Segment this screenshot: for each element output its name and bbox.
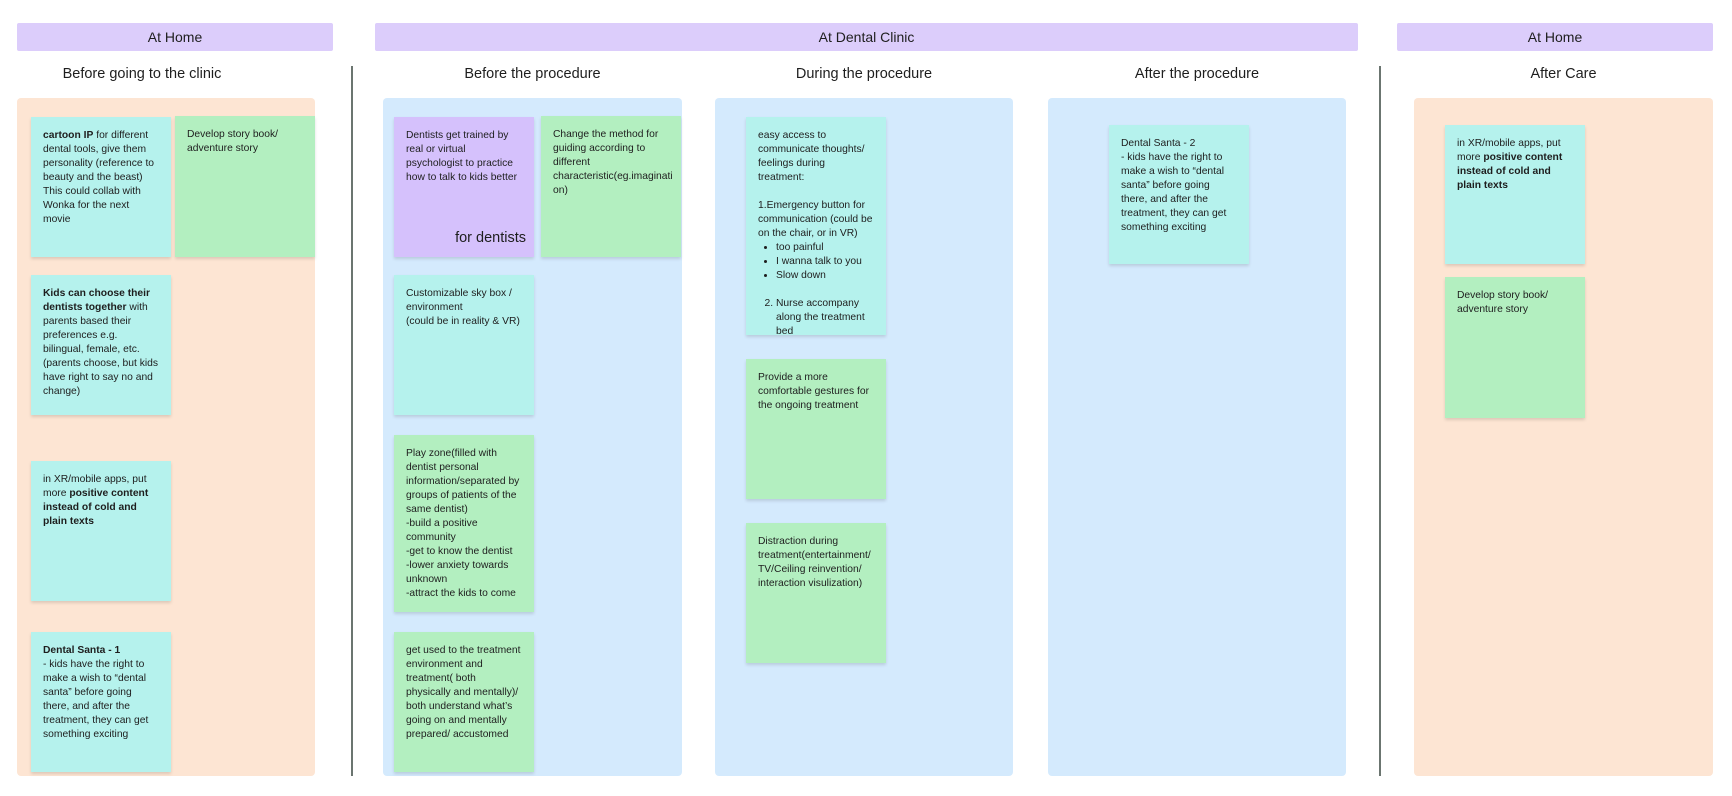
stage-title-before-procedure: Before the procedure <box>464 66 601 82</box>
note-spacer <box>758 283 874 297</box>
sticky-note-easy-access[interactable]: easy access to communicate thoughts/ fee… <box>746 117 886 335</box>
note-text-bold: positive content instead of cold and pla… <box>43 488 149 527</box>
sticky-note-guiding-method[interactable]: Change the method for guiding according … <box>541 116 681 257</box>
note-paragraph: in XR/mobile apps, put more positive con… <box>43 473 159 529</box>
note-text: -lower anxiety towards unknown <box>406 560 509 585</box>
stage-title-after-procedure: After the procedure <box>1134 66 1260 82</box>
note-paragraph: Dental Santa - 2 <box>1121 137 1237 151</box>
note-text: with parents based their preferences e.g… <box>43 302 159 397</box>
note-text: Dentists get trained by real or virtual … <box>406 130 518 183</box>
note-paragraph: -build a positive community <box>406 517 522 545</box>
sticky-note-choose-dentist[interactable]: Kids can choose their dentists together … <box>31 275 171 415</box>
note-paragraph: Distraction during treatment(entertainme… <box>758 535 874 591</box>
sticky-note-distraction[interactable]: Distraction during treatment(entertainme… <box>746 523 886 663</box>
note-paragraph: (could be in reality & VR) <box>406 315 522 329</box>
note-text: Develop story book/ adventure story <box>1457 290 1549 315</box>
note-paragraph: easy access to communicate thoughts/ fee… <box>758 129 874 185</box>
note-text: in XR/mobile apps, put more <box>43 474 147 499</box>
note-text-bold: Kids can choose their dentists together <box>43 288 151 313</box>
note-list-item: Slow down <box>776 269 874 283</box>
sticky-note-xr-positive-2[interactable]: in XR/mobile apps, put more positive con… <box>1445 125 1585 264</box>
note-paragraph: get used to the treatment environment an… <box>406 644 522 742</box>
note-text: easy access to communicate thoughts/ fee… <box>758 130 865 183</box>
sticky-note-story-book-1[interactable]: Develop story book/ adventure story <box>175 116 315 257</box>
note-paragraph: Provide a more comfortable gestures for … <box>758 371 874 413</box>
note-text: 1.Emergency button for communication (co… <box>758 200 873 239</box>
sticky-note-dental-santa-1[interactable]: Dental Santa - 1 - kids have the right to… <box>31 632 171 772</box>
sticky-note-play-zone[interactable]: Play zone(filled with dentist personal i… <box>394 435 534 612</box>
header-at-home-before: At Home <box>17 23 333 51</box>
note-paragraph: -get to know the dentist <box>406 545 522 559</box>
note-paragraph: Develop story book/ adventure story <box>187 128 303 156</box>
sticky-note-xr-positive-1[interactable]: in XR/mobile apps, put more positive con… <box>31 461 171 601</box>
note-bullet-list: too painfulI wanna talk to youSlow down <box>758 241 874 283</box>
note-paragraph: Dental Santa - 1 <box>43 644 159 658</box>
note-paragraph: cartoon IP for different dental tools, g… <box>43 129 159 227</box>
sticky-note-comfortable-gestures[interactable]: Provide a more comfortable gestures for … <box>746 359 886 499</box>
note-paragraph: Customizable sky box / environment <box>406 287 522 315</box>
note-text: Develop story book/ adventure story <box>187 129 279 154</box>
note-paragraph: 1.Emergency button for communication (co… <box>758 199 874 241</box>
note-paragraph: - kids have the right to make a wish to … <box>1121 151 1237 235</box>
note-tag: for dentists <box>455 230 526 246</box>
note-text: - kids have the right to make a wish to … <box>43 659 149 740</box>
note-paragraph: - kids have the right to make a wish to … <box>43 658 159 742</box>
note-text: Distraction during treatment(entertainme… <box>758 536 871 589</box>
stage-title-after-care: After Care <box>1530 66 1597 82</box>
note-paragraph: -attract the kids to come <box>406 587 522 601</box>
sticky-note-dentist-training[interactable]: Dentists get trained by real or virtual … <box>394 117 534 257</box>
note-text-bold: cartoon IP <box>43 130 94 141</box>
stage-title-before-clinic: Before going to the clinic <box>62 66 222 82</box>
note-paragraph: -lower anxiety towards unknown <box>406 559 522 587</box>
section-divider <box>351 66 353 776</box>
section-divider <box>1379 66 1381 776</box>
note-text: get used to the treatment environment an… <box>406 645 521 740</box>
note-text: in XR/mobile apps, put more <box>1457 138 1561 163</box>
note-text: - kids have the right to make a wish to … <box>1121 152 1227 233</box>
note-paragraph: Kids can choose their dentists together … <box>43 287 159 399</box>
sticky-note-story-book-2[interactable]: Develop story book/ adventure story <box>1445 277 1585 418</box>
sticky-note-sky-box[interactable]: Customizable sky box / environment (could… <box>394 275 534 415</box>
note-numbered-list: Nurse accompany along the treatment bed <box>758 297 874 335</box>
note-text: Customizable sky box / environment <box>406 288 512 313</box>
sticky-note-dental-santa-2[interactable]: Dental Santa - 2 - kids have the right to… <box>1109 125 1249 264</box>
note-paragraph: Dentists get trained by real or virtual … <box>406 129 522 185</box>
note-list-item: I wanna talk to you <box>776 255 874 269</box>
note-list-item: too painful <box>776 241 874 255</box>
note-paragraph: Play zone(filled with dentist personal i… <box>406 447 522 517</box>
note-list-item: Nurse accompany along the treatment bed <box>776 297 874 335</box>
header-at-dental-clinic: At Dental Clinic <box>375 23 1358 51</box>
sticky-note-get-used[interactable]: get used to the treatment environment an… <box>394 632 534 772</box>
header-at-home-after: At Home <box>1397 23 1713 51</box>
note-text: Provide a more comfortable gestures for … <box>758 372 870 411</box>
stage-title-during-procedure: During the procedure <box>795 66 933 82</box>
note-paragraph: in XR/mobile apps, put more positive con… <box>1457 137 1573 193</box>
note-text: (could be in reality & VR) <box>406 316 520 327</box>
sticky-note-cartoon-ip[interactable]: cartoon IP for different dental tools, g… <box>31 117 171 257</box>
note-paragraph: Change the method for guiding according … <box>553 128 673 198</box>
note-text-bold: positive content instead of cold and pla… <box>1457 152 1563 191</box>
note-text: Change the method for guiding according … <box>553 129 673 196</box>
note-text: -get to know the dentist <box>406 546 513 557</box>
note-text: -attract the kids to come <box>406 588 516 599</box>
note-text: Play zone(filled with dentist personal i… <box>406 448 520 515</box>
note-text: Dental Santa - 2 <box>1121 138 1196 149</box>
note-text: for different dental tools, give them pe… <box>43 130 155 225</box>
note-spacer <box>758 185 874 199</box>
note-text: -build a positive community <box>406 518 478 543</box>
note-paragraph: Develop story book/ adventure story <box>1457 289 1573 317</box>
note-text-bold: Dental Santa - 1 <box>43 645 121 656</box>
